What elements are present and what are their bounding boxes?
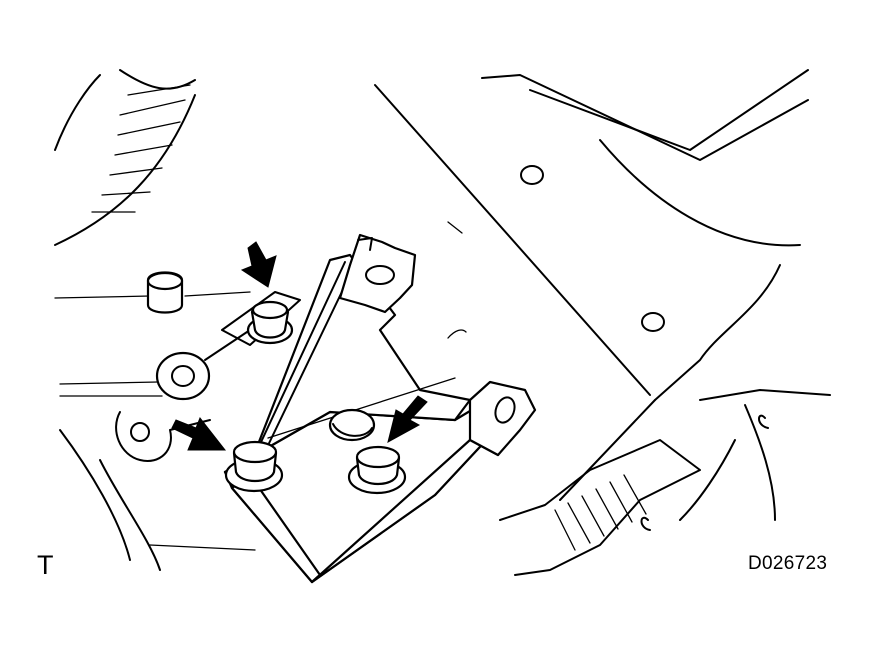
ribbed-hose — [54, 69, 196, 246]
left-components — [54, 271, 301, 571]
body-panel — [374, 69, 831, 531]
figure-code-label: D026723 — [748, 553, 828, 574]
view-code-label: T — [37, 550, 54, 580]
arrow-icon — [171, 417, 227, 451]
bolt-icon — [224, 440, 284, 493]
drive-shaft-boot — [499, 439, 701, 576]
arrow-icon — [240, 241, 277, 288]
arrow-icon — [387, 395, 428, 443]
bolt-icon — [347, 445, 407, 495]
bolt-icon — [246, 300, 294, 345]
engine-mount-bracket — [223, 233, 537, 584]
